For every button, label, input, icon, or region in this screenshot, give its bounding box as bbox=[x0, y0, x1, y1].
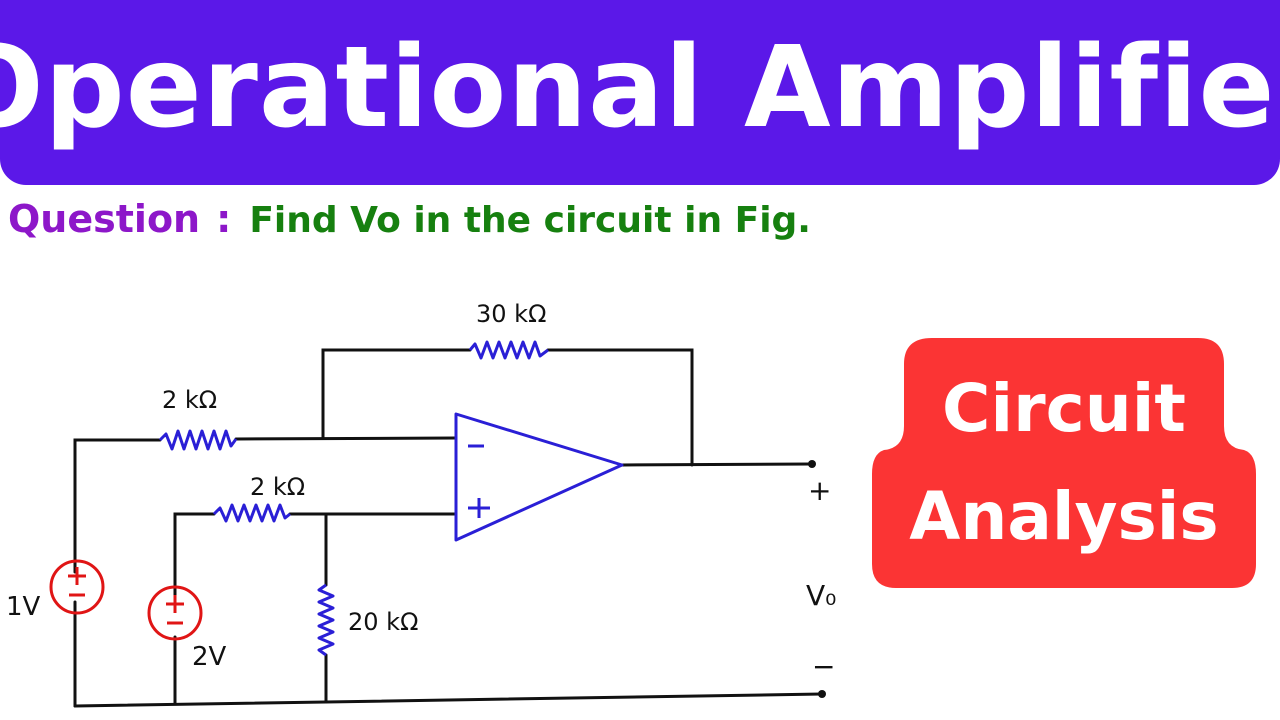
wire-feedback-right bbox=[546, 348, 694, 467]
question-line: Question: Find Vo in the circuit in Fig. bbox=[8, 197, 811, 241]
label-2k-top: 2 kΩ bbox=[162, 386, 217, 414]
wire-feedback-left bbox=[321, 348, 472, 440]
output-minus-label: − bbox=[812, 650, 835, 683]
output-terminal-minus bbox=[818, 690, 826, 698]
label-30k: 30 kΩ bbox=[476, 300, 546, 328]
label-1v: 1V bbox=[6, 592, 41, 622]
topic-badge: Circuit Analysis bbox=[872, 338, 1256, 588]
title-text: Operational Amplifier bbox=[0, 22, 1280, 153]
badge-line-2: Analysis bbox=[909, 478, 1219, 555]
resistor-input-bottom bbox=[212, 503, 291, 523]
resistor-input-top bbox=[158, 429, 238, 451]
output-plus-label: + bbox=[808, 474, 831, 507]
resistor-feedback bbox=[468, 340, 549, 360]
wire-top-left bbox=[73, 438, 162, 574]
wire-top-right bbox=[234, 436, 458, 441]
label-2v: 2V bbox=[192, 642, 227, 672]
resistor-shunt bbox=[317, 583, 335, 657]
question-separator: : bbox=[216, 197, 232, 241]
output-vo-label: V₀ bbox=[806, 579, 836, 612]
wire-bottom-left bbox=[173, 512, 216, 597]
label-2k-bottom: 2 kΩ bbox=[250, 473, 305, 501]
title-banner: Operational Amplifier bbox=[0, 0, 1280, 185]
badge-line-1: Circuit bbox=[942, 370, 1186, 447]
opamp-triangle bbox=[454, 412, 624, 542]
label-20k: 20 kΩ bbox=[348, 608, 418, 636]
question-label: Question bbox=[8, 197, 201, 241]
voltage-source-2-icon bbox=[147, 585, 203, 641]
output-terminal-plus bbox=[808, 460, 816, 468]
badge-background bbox=[872, 338, 1256, 588]
wire-output bbox=[620, 462, 814, 467]
question-text: Find Vo in the circuit in Fig. bbox=[249, 200, 811, 241]
voltage-source-1-icon bbox=[49, 559, 105, 615]
wire-ground bbox=[73, 692, 824, 708]
